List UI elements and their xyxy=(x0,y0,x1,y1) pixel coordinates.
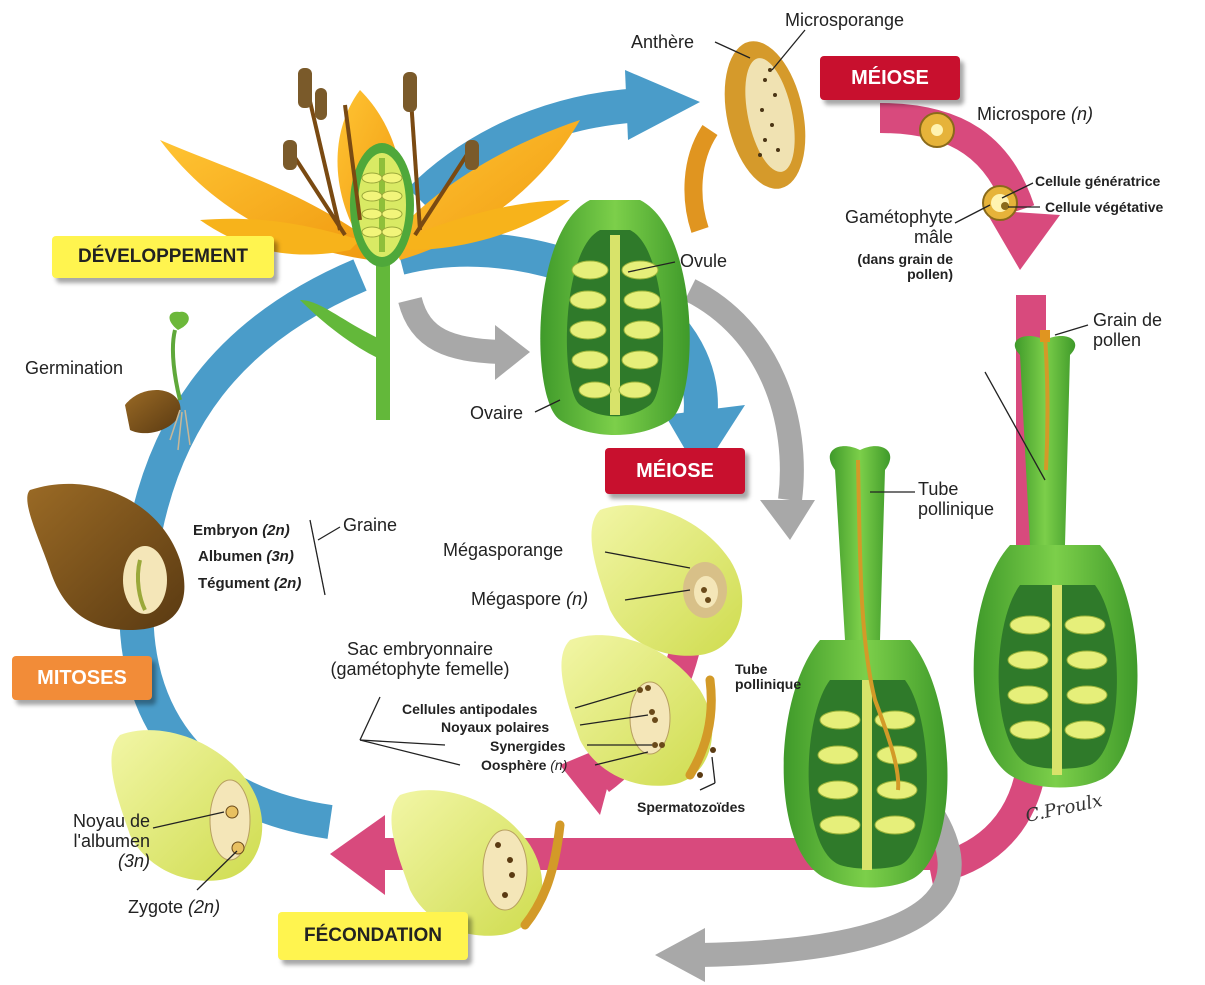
stage-mitoses: MITOSES xyxy=(12,656,152,700)
label-dans-grain-de-pollen: (dans grain de pollen) xyxy=(818,252,953,283)
pollen-grain-cell xyxy=(983,186,1017,220)
ovule-megasporangium xyxy=(591,505,742,656)
label-ovule: Ovule xyxy=(680,252,727,272)
label-ovaire: Ovaire xyxy=(470,404,523,424)
stage-fecondation: FÉCONDATION xyxy=(278,912,468,960)
label-albumen: Albumen (3n) xyxy=(198,549,294,566)
germinating-seed xyxy=(125,312,190,450)
label-cellule-generatrice: Cellule génératrice xyxy=(1035,174,1160,189)
label-tube-pollinique-right: Tube pollinique xyxy=(918,480,994,520)
label-zygote: Zygote (2n) xyxy=(128,898,220,918)
label-grain-de-pollen: Grain de pollen xyxy=(1093,311,1162,351)
label-germination: Germination xyxy=(25,359,123,379)
label-megasporange: Mégasporange xyxy=(443,541,563,561)
label-spermatozoides: Spermatozoïdes xyxy=(637,800,745,815)
ovary-top xyxy=(540,200,689,435)
microspore-cell xyxy=(920,113,954,147)
anther xyxy=(693,34,817,230)
label-tube-pollinique-mid: Tube pollinique xyxy=(735,662,801,693)
label-anthere: Anthère xyxy=(631,33,694,53)
label-cellules-antipodales: Cellules antipodales xyxy=(402,702,537,717)
label-sac-embryonnaire: Sac embryonnaire (gamétophyte femelle) xyxy=(305,640,535,680)
label-synergides: Synergides xyxy=(490,739,565,754)
label-oosphere: Oosphère (n) xyxy=(481,758,567,773)
label-noyaux-polaires: Noyaux polaires xyxy=(441,720,549,735)
stage-meiose-male: MÉIOSE xyxy=(820,56,960,100)
label-microspore: Microspore (n) xyxy=(977,105,1093,125)
label-tegument: Tégument (2n) xyxy=(198,576,301,593)
label-cellule-vegetative: Cellule végétative xyxy=(1045,200,1163,215)
label-megaspore: Mégaspore (n) xyxy=(471,590,588,610)
label-embryon: Embryon (2n) xyxy=(193,523,290,540)
label-noyau-albumen: Noyau de l'albumen (3n) xyxy=(40,812,150,871)
label-gametophyte-male: Gamétophyte mâle xyxy=(818,208,953,248)
label-graine: Graine xyxy=(343,516,397,536)
label-microsporange: Microsporange xyxy=(785,11,904,31)
stage-developpement: DÉVELOPPEMENT xyxy=(52,236,274,278)
pistil-pollinated-right xyxy=(974,330,1138,788)
stage-meiose-female: MÉIOSE xyxy=(605,448,745,494)
